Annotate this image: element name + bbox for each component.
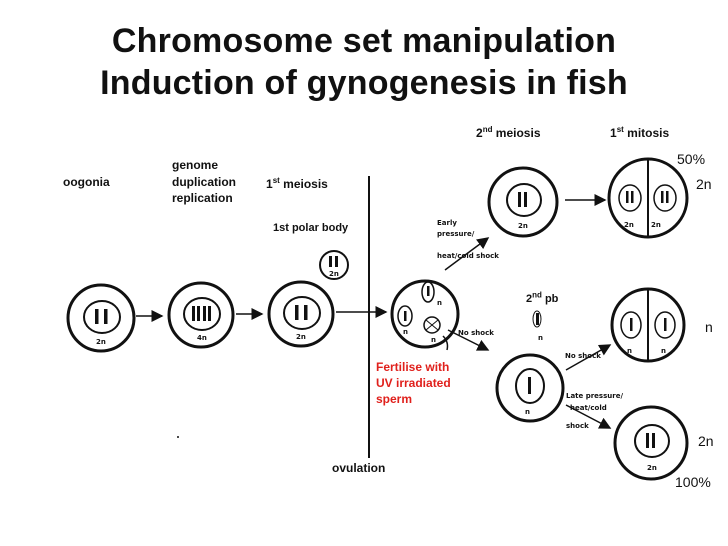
title-line-2: Induction of gynogenesis in fish <box>100 64 628 102</box>
bottom-div-ploidy: 2n <box>647 464 657 472</box>
top-egg-cell: 2n <box>487 166 559 238</box>
outcome-mid-ploidy: n <box>705 319 713 335</box>
polar-body-cell: 2n <box>319 250 349 280</box>
no-shock-text-2: No shock <box>565 352 601 360</box>
after-meiosis-cell: 2n <box>267 280 335 348</box>
arrow-early <box>444 237 490 271</box>
outcome-bottom-percent: 100% <box>675 474 711 490</box>
fert-n-label-3: n <box>431 336 436 344</box>
label-first-meiosis: 1st meiosis <box>266 176 328 192</box>
label-second-meiosis: 2nd meiosis <box>476 125 541 141</box>
mid-div-left-ploidy: n <box>627 347 632 355</box>
after-meiosis-ploidy: 2n <box>296 333 306 341</box>
arrow-no-shock <box>447 329 490 351</box>
arrow-late <box>565 404 612 429</box>
oogonia-ploidy: 2n <box>96 338 106 346</box>
fert-n-label-1: n <box>437 299 442 307</box>
bottom-cell: 2n <box>613 405 689 481</box>
label-replication: replication <box>172 191 233 205</box>
late-text-1: Late pressure/ <box>566 392 623 400</box>
second-pb-ploidy: n <box>538 334 543 342</box>
outcome-bottom-ploidy: 2n <box>698 433 714 449</box>
duplicated-cell: 4n <box>167 281 235 349</box>
fertilisation-cell: n n n <box>390 279 460 351</box>
label-second-pb: 2nd pb <box>526 290 559 305</box>
late-text-2: heat/cold <box>570 404 607 412</box>
mid-egg-ploidy: n <box>525 408 530 416</box>
early-text-3: heat/cold shock <box>437 252 499 260</box>
early-text-2: pressure/ <box>437 230 475 238</box>
title-line-1: Chromosome set manipulation <box>111 22 617 60</box>
early-text-1: Early <box>437 219 457 227</box>
label-duplication: duplication <box>172 175 236 189</box>
mid-div-right-ploidy: n <box>661 347 666 355</box>
label-fertilise-1: Fertilise with <box>376 360 450 374</box>
no-shock-text-1: No shock <box>458 329 494 337</box>
label-genome: genome <box>172 158 219 172</box>
mid-egg-cell: n <box>495 353 565 423</box>
top-div-left-ploidy: 2n <box>624 221 634 229</box>
arrow-mid <box>565 344 612 371</box>
top-egg-ploidy: 2n <box>518 222 528 230</box>
late-text-3: shock <box>566 422 589 430</box>
mid-divided-cell: n n <box>610 287 686 363</box>
top-divided-cell: 2n 2n <box>607 157 689 239</box>
polar-body-ploidy: 2n <box>329 270 339 278</box>
label-first-mitosis: 1st mitosis <box>610 125 670 141</box>
label-ovulation: ovulation <box>332 461 386 475</box>
top-div-right-ploidy: 2n <box>651 221 661 229</box>
label-first-polar-body: 1st polar body <box>273 222 349 234</box>
outcome-top-percent: 50% <box>677 151 706 167</box>
oogonia-cell: 2n <box>66 283 136 353</box>
outcome-top-ploidy: 2n <box>696 176 712 192</box>
fert-n-label-2: n <box>403 328 408 336</box>
duplicated-ploidy: 4n <box>197 334 207 342</box>
second-polar-body: n <box>532 310 543 342</box>
label-fertilise-2: UV irradiated <box>376 376 451 390</box>
stray-dot <box>177 436 179 438</box>
label-oogonia: oogonia <box>63 175 110 189</box>
label-fertilise-3: sperm <box>376 392 413 406</box>
